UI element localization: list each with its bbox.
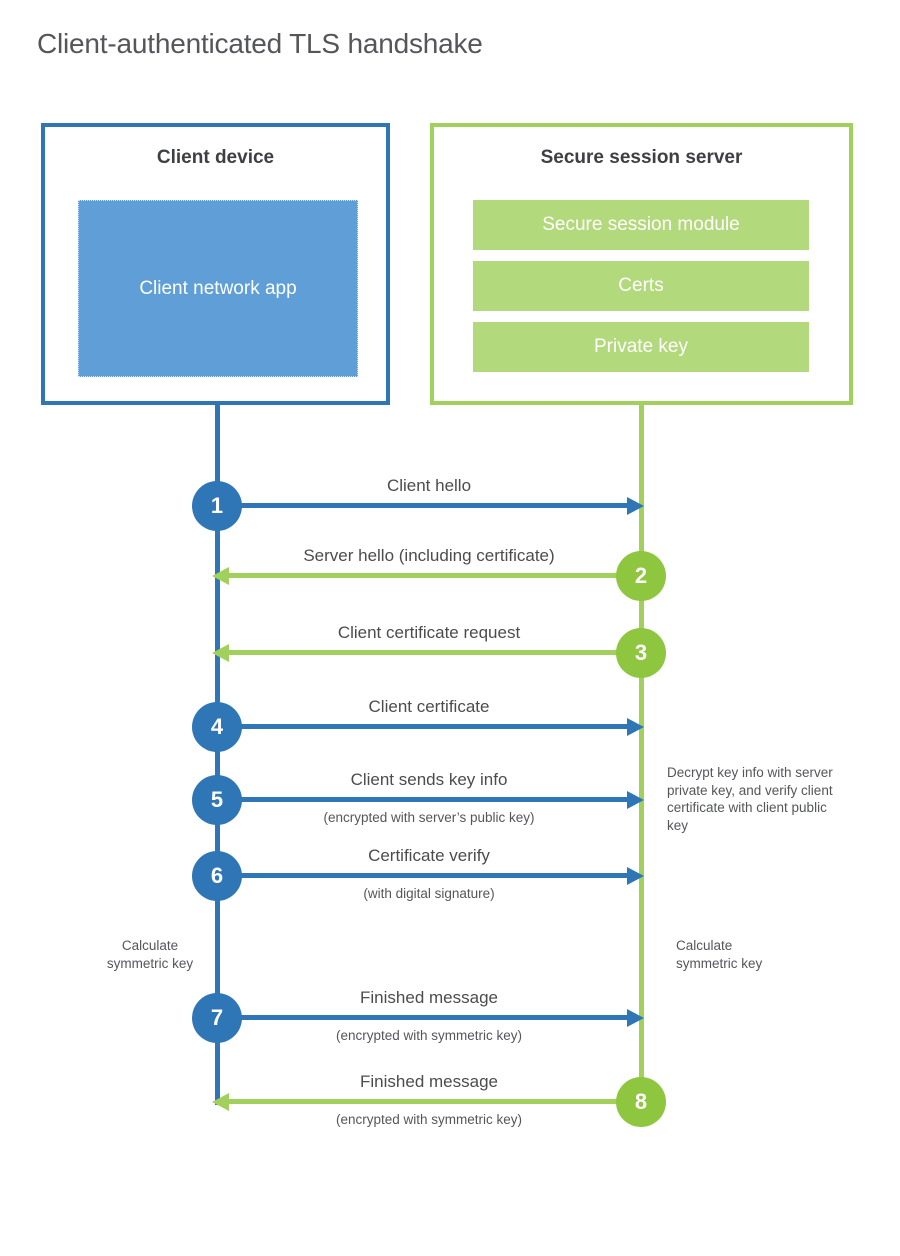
client-device-box: Client device Client network app — [41, 123, 390, 405]
step-1-label: Client hello — [386, 476, 472, 495]
step-4-number-badge: 4 — [192, 702, 242, 752]
step-8-number-badge: 8 — [616, 1077, 666, 1127]
step-7-label: Finished message — [360, 988, 498, 1007]
step-1-arrow-line — [217, 503, 627, 508]
step-2-number-badge: 2 — [616, 551, 666, 601]
step-2-arrow-line — [228, 573, 641, 578]
step-7-number-badge: 7 — [192, 993, 242, 1043]
right-arrowhead-icon — [627, 1009, 644, 1027]
step-3-number-badge: 3 — [616, 628, 666, 678]
right-arrowhead-icon — [627, 867, 644, 885]
step-6-arrow-line — [217, 873, 627, 878]
step-5-number-badge: 5 — [192, 775, 242, 825]
right-arrowhead-icon — [627, 718, 644, 736]
calculate-symmetric-key-server: Calculate symmetric key — [676, 938, 763, 971]
step-8-arrow-line — [228, 1099, 641, 1104]
right-arrowhead-icon — [627, 791, 644, 809]
right-arrowhead-icon — [627, 497, 644, 515]
step-8-label: Finished message — [360, 1072, 498, 1091]
step-7-arrow-line — [217, 1015, 627, 1020]
server-lifeline — [639, 405, 644, 1106]
step-5-label: Client sends key info — [350, 770, 508, 789]
step-7-sublabel: (encrypted with symmetric key) — [335, 1028, 523, 1043]
step-2-label: Server hello (including certificate) — [303, 546, 555, 565]
client-device-title: Client device — [156, 147, 275, 168]
left-arrowhead-icon — [212, 567, 229, 585]
step-6-sublabel: (with digital signature) — [363, 886, 495, 901]
page-title: Client-authenticated TLS handshake — [37, 28, 483, 59]
left-arrowhead-icon — [212, 644, 229, 662]
step-1-number-badge: 1 — [192, 481, 242, 531]
client-lifeline — [215, 405, 220, 1105]
step-6-number-badge: 6 — [192, 851, 242, 901]
step-4-arrow-line — [217, 724, 627, 729]
private-key-bar: Private key — [473, 322, 809, 372]
client-network-app-label: Client network app — [139, 277, 297, 299]
step-3-label: Client certificate request — [337, 623, 521, 642]
step-6-label: Certificate verify — [368, 846, 490, 865]
step-5-sublabel: (encrypted with server’s public key) — [323, 810, 535, 825]
decrypt-key-info-note: Decrypt key info with server private key… — [667, 765, 833, 833]
secure-session-module-bar: Secure session module — [473, 200, 809, 250]
step-4-label: Client certificate — [368, 697, 490, 716]
secure-session-server-title: Secure session server — [540, 147, 743, 168]
step-3-arrow-line — [228, 650, 641, 655]
secure-session-server-box: Secure session server Secure session mod… — [430, 123, 853, 405]
step-5-arrow-line — [217, 797, 627, 802]
certs-bar: Certs — [473, 261, 809, 311]
client-network-app-box: Client network app — [78, 200, 358, 377]
left-arrowhead-icon — [212, 1093, 229, 1111]
calculate-symmetric-key-client: Calculate symmetric key — [106, 938, 194, 971]
step-8-sublabel: (encrypted with symmetric key) — [335, 1112, 523, 1127]
